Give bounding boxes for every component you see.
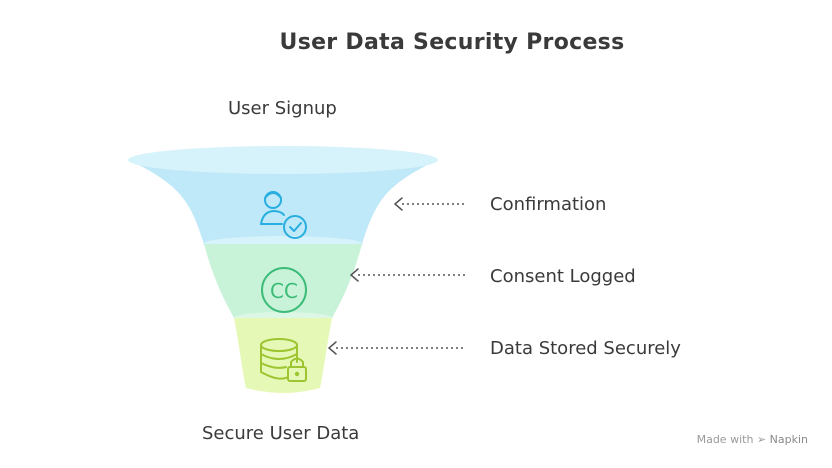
- user-check-icon: [260, 191, 307, 239]
- stage-label-storage: Data Stored Securely: [490, 338, 681, 359]
- funnel-rim: [128, 146, 438, 174]
- database-lock-icon: [260, 338, 307, 382]
- cc-icon: CC: [261, 267, 307, 313]
- stage-label-confirmation: Confirmation: [490, 194, 607, 215]
- napkin-footer[interactable]: Made with ➢ Napkin: [697, 433, 808, 446]
- funnel-stage-consent: [204, 244, 362, 318]
- funnel-top-label: User Signup: [228, 98, 337, 119]
- connector-confirmation: [393, 197, 466, 211]
- svg-text:CC: CC: [270, 279, 298, 303]
- funnel-stage-storage: [234, 318, 332, 393]
- funnel-stage-confirmation: [129, 160, 437, 244]
- connector-consent: [349, 268, 466, 282]
- connector-storage: [327, 341, 466, 355]
- napkin-logo-icon: ➢: [756, 433, 767, 446]
- napkin-brand: Napkin: [769, 433, 808, 446]
- made-with-text: Made with: [696, 433, 754, 446]
- stage-label-consent: Consent Logged: [490, 266, 636, 287]
- funnel-bottom-label: Secure User Data: [202, 423, 360, 444]
- diagram-title: User Data Security Process: [279, 30, 625, 55]
